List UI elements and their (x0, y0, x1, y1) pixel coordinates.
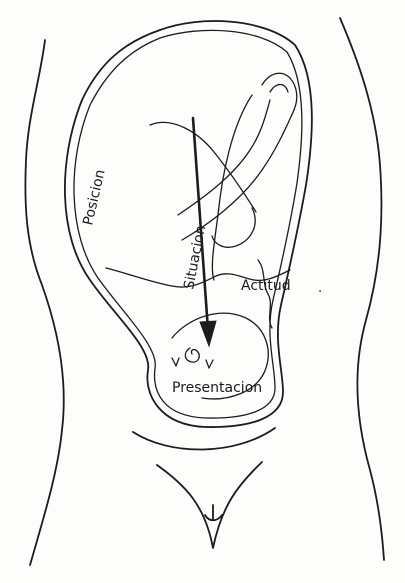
axis-arrow-head (200, 321, 216, 346)
torso-right-contour (340, 18, 384, 560)
fetal-ear (185, 348, 199, 362)
torso-left-contour (25, 40, 63, 565)
label-posicion: Posicion (80, 168, 108, 227)
fetal-back (212, 95, 252, 280)
axis-arrow-shaft (193, 118, 208, 330)
fetal-hand (262, 73, 297, 110)
fetal-leg (150, 122, 256, 212)
dot-actitud: . (318, 281, 322, 296)
fetal-arm (178, 100, 270, 215)
vulva-outline (157, 462, 262, 548)
pubic-arc (133, 428, 275, 450)
uterus-outer-wall (65, 21, 312, 427)
placenta-edge (258, 260, 272, 328)
label-actitud: Actitud (241, 278, 291, 294)
label-presentacion: Presentacion (172, 380, 262, 396)
fetal-arm-lower (182, 110, 294, 240)
hair-mark-right (206, 360, 213, 368)
hair-mark-left (172, 358, 179, 366)
